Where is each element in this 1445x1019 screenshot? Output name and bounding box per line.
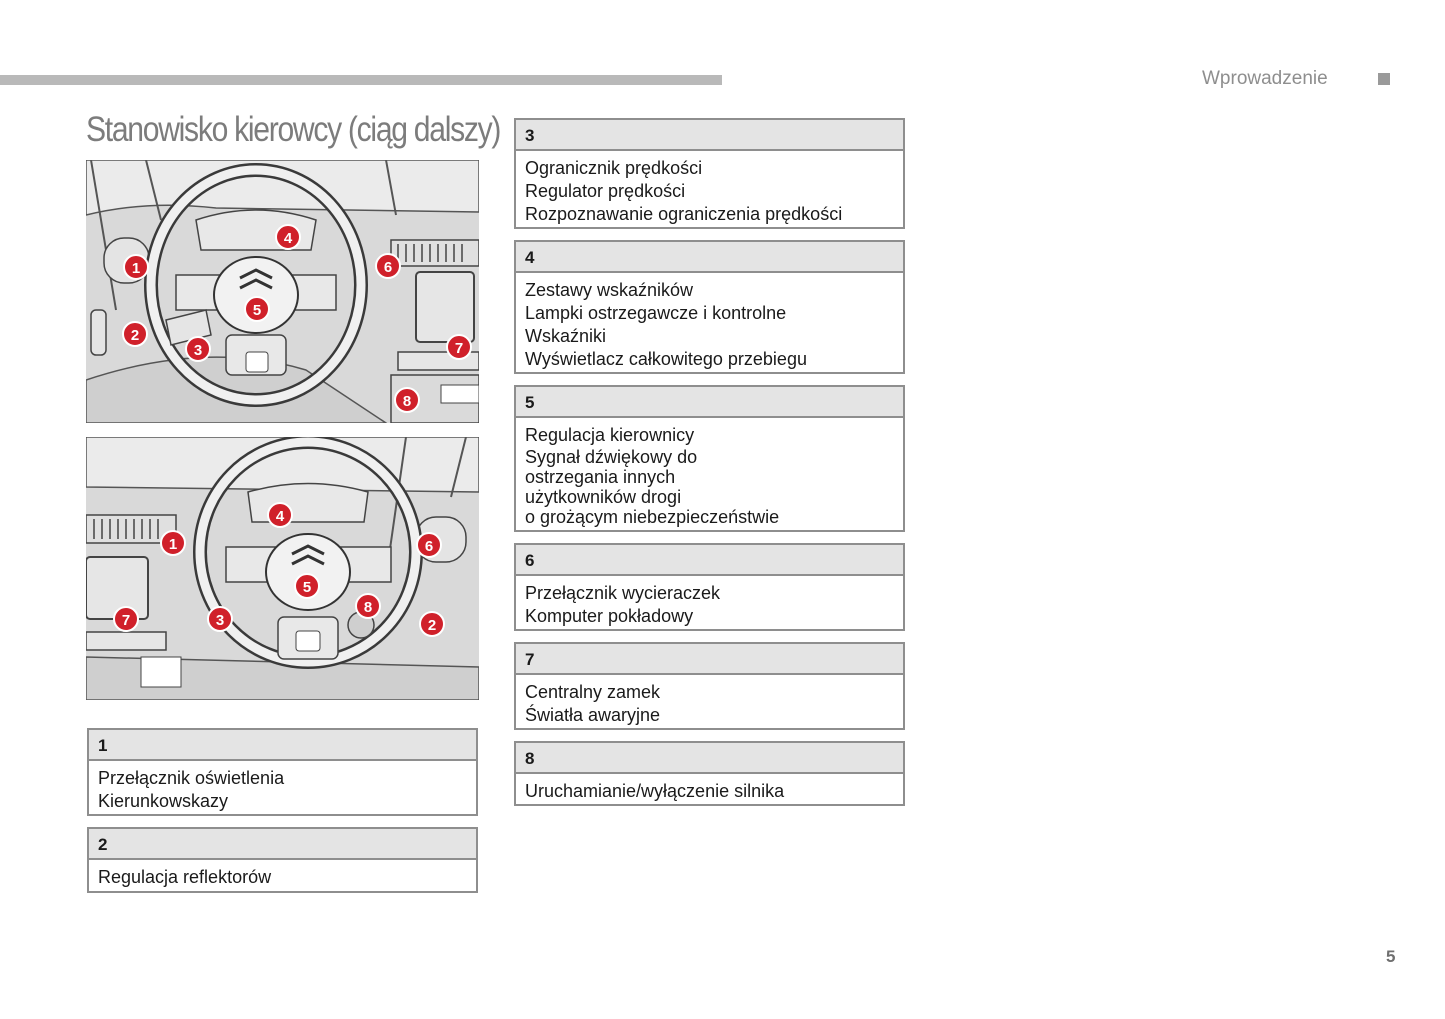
legend-box-7: 7 Centralny zamek Światła awaryjne	[514, 642, 905, 730]
legend-line: Wyświetlacz całkowitego przebiegu	[525, 348, 894, 371]
marker-label: 3	[194, 342, 202, 359]
marker-label: 7	[122, 612, 130, 629]
marker-label: 1	[132, 260, 140, 277]
legend-text: Regulacja reflektorów	[89, 860, 476, 889]
legend-line: Przełącznik oświetlenia	[98, 767, 467, 790]
marker-label: 2	[428, 617, 436, 634]
legend-line: Ogranicznik prędkości	[525, 157, 894, 180]
legend-number: 2	[89, 829, 476, 860]
dashboard-illustration-lhd: 1 2 3 4 5 6 7 8	[86, 160, 479, 423]
marker-label: 8	[403, 393, 411, 410]
legend-number: 5	[516, 387, 903, 418]
legend-line: Regulacja kierownicy	[525, 424, 894, 447]
marker-label: 7	[455, 340, 463, 357]
legend-line: Centralny zamek	[525, 681, 894, 704]
legend-number: 3	[516, 120, 903, 151]
legend-line: Przełącznik wycieraczek	[525, 582, 894, 605]
legend-text: Regulacja kierownicy Sygnał dźwiękowy do…	[516, 418, 903, 527]
legend-box-8: 8 Uruchamianie/wyłączenie silnika	[514, 741, 905, 806]
legend-text: Ogranicznik prędkości Regulator prędkośc…	[516, 151, 903, 226]
page-title: Stanowisko kierowcy (ciąg dalszy)	[86, 110, 500, 150]
legend-line: Zestawy wskaźników	[525, 279, 894, 302]
legend-line: Kierunkowskazy	[98, 790, 467, 813]
legend-number: 4	[516, 242, 903, 273]
marker-label: 8	[364, 599, 372, 616]
marker-label: 5	[303, 579, 311, 596]
legend-line: użytkowników drogi	[525, 487, 894, 507]
legend-line: ostrzegania innych	[525, 467, 894, 487]
marker-label: 4	[284, 230, 293, 247]
marker-label: 5	[253, 302, 261, 319]
legend-line: Wskaźniki	[525, 325, 894, 348]
marker-label: 2	[131, 327, 139, 344]
marker-label: 1	[169, 536, 177, 553]
dashboard-illustration-rhd: 1 2 3 4 5 6 7 8	[86, 437, 479, 700]
legend-box-6: 6 Przełącznik wycieraczek Komputer pokła…	[514, 543, 905, 631]
legend-number: 1	[89, 730, 476, 761]
legend-box-3: 3 Ogranicznik prędkości Regulator prędko…	[514, 118, 905, 229]
legend-number: 6	[516, 545, 903, 576]
legend-box-4: 4 Zestawy wskaźników Lampki ostrzegawcze…	[514, 240, 905, 374]
legend-text: Zestawy wskaźników Lampki ostrzegawcze i…	[516, 273, 903, 371]
legend-line: Regulator prędkości	[525, 180, 894, 203]
legend-text: Przełącznik oświetlenia Kierunkowskazy	[89, 761, 476, 813]
legend-number: 7	[516, 644, 903, 675]
marker-label: 3	[216, 612, 224, 629]
marker-label: 6	[425, 538, 433, 555]
marker-label: 6	[384, 259, 392, 276]
legend-text: Przełącznik wycieraczek Komputer pokłado…	[516, 576, 903, 628]
legend-line: Regulacja reflektorów	[98, 866, 467, 889]
legend-line: Sygnał dźwiękowy do	[525, 447, 894, 467]
legend-line: Komputer pokładowy	[525, 605, 894, 628]
legend-box-5: 5 Regulacja kierownicy Sygnał dźwiękowy …	[514, 385, 905, 532]
legend-box-1: 1 Przełącznik oświetlenia Kierunkowskazy	[87, 728, 478, 816]
legend-box-2: 2 Regulacja reflektorów	[87, 827, 478, 893]
legend-text: Centralny zamek Światła awaryjne	[516, 675, 903, 727]
legend-number: 8	[516, 743, 903, 774]
page-number: 5	[1386, 947, 1395, 967]
section-square-icon	[1378, 73, 1390, 85]
legend-line: Światła awaryjne	[525, 704, 894, 727]
legend-line: o grożącym niebezpieczeństwie	[525, 507, 894, 527]
marker-label: 4	[276, 508, 285, 525]
legend-text: Uruchamianie/wyłączenie silnika	[516, 774, 903, 803]
legend-line: Rozpoznawanie ograniczenia prędkości	[525, 203, 894, 226]
legend-line: Lampki ostrzegawcze i kontrolne	[525, 302, 894, 325]
legend-line: Uruchamianie/wyłączenie silnika	[525, 780, 894, 803]
section-title: Wprowadzenie	[1202, 68, 1328, 90]
header-bar	[0, 75, 722, 85]
